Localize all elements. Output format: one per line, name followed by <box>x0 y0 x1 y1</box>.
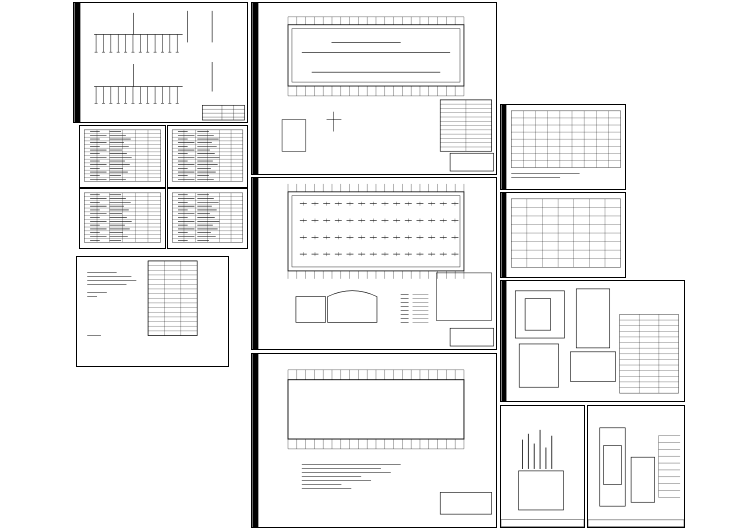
sheet-floor-plan-lighting[interactable] <box>251 177 497 350</box>
sheet-single-line-diagram[interactable] <box>73 2 248 123</box>
sheet-floor-plan-power[interactable] <box>251 2 497 175</box>
floor-plan-power-drawing <box>252 3 494 174</box>
equipment-schedule-a-table <box>84 129 161 182</box>
riser-diagram-2-drawing <box>588 427 684 527</box>
riser-diagram-1-drawing <box>501 429 584 527</box>
sheet-detail-section[interactable] <box>500 280 685 402</box>
sheet-equipment-schedule-c[interactable] <box>79 188 166 249</box>
sheet-floor-plan-grounding[interactable] <box>251 353 497 528</box>
sheet-equipment-schedule-b[interactable] <box>167 125 248 188</box>
equipment-schedule-b-table <box>171 129 244 182</box>
equipment-schedule-c-table <box>84 192 161 243</box>
panel-schedule-2-drawing <box>501 193 621 277</box>
sheet-panel-schedule-1[interactable] <box>500 104 626 190</box>
sheet-panel-schedule-2[interactable] <box>500 192 626 278</box>
equipment-schedule-d-table <box>172 192 243 243</box>
floor-plan-lighting-drawing <box>252 178 494 349</box>
sheet-design-notes-cover[interactable] <box>76 256 229 367</box>
sheet-riser-diagram-2[interactable] <box>587 405 685 528</box>
sheet-equipment-schedule-a[interactable] <box>79 125 166 188</box>
detail-section-drawing <box>501 281 679 401</box>
single-line-diagram-drawing <box>74 3 245 122</box>
sheet-equipment-schedule-d[interactable] <box>167 188 248 249</box>
sheet-riser-diagram-1[interactable] <box>500 405 585 528</box>
floor-plan-grounding-drawing <box>252 354 492 527</box>
panel-schedule-1-drawing <box>501 105 621 189</box>
design-notes-drawing <box>87 260 198 336</box>
